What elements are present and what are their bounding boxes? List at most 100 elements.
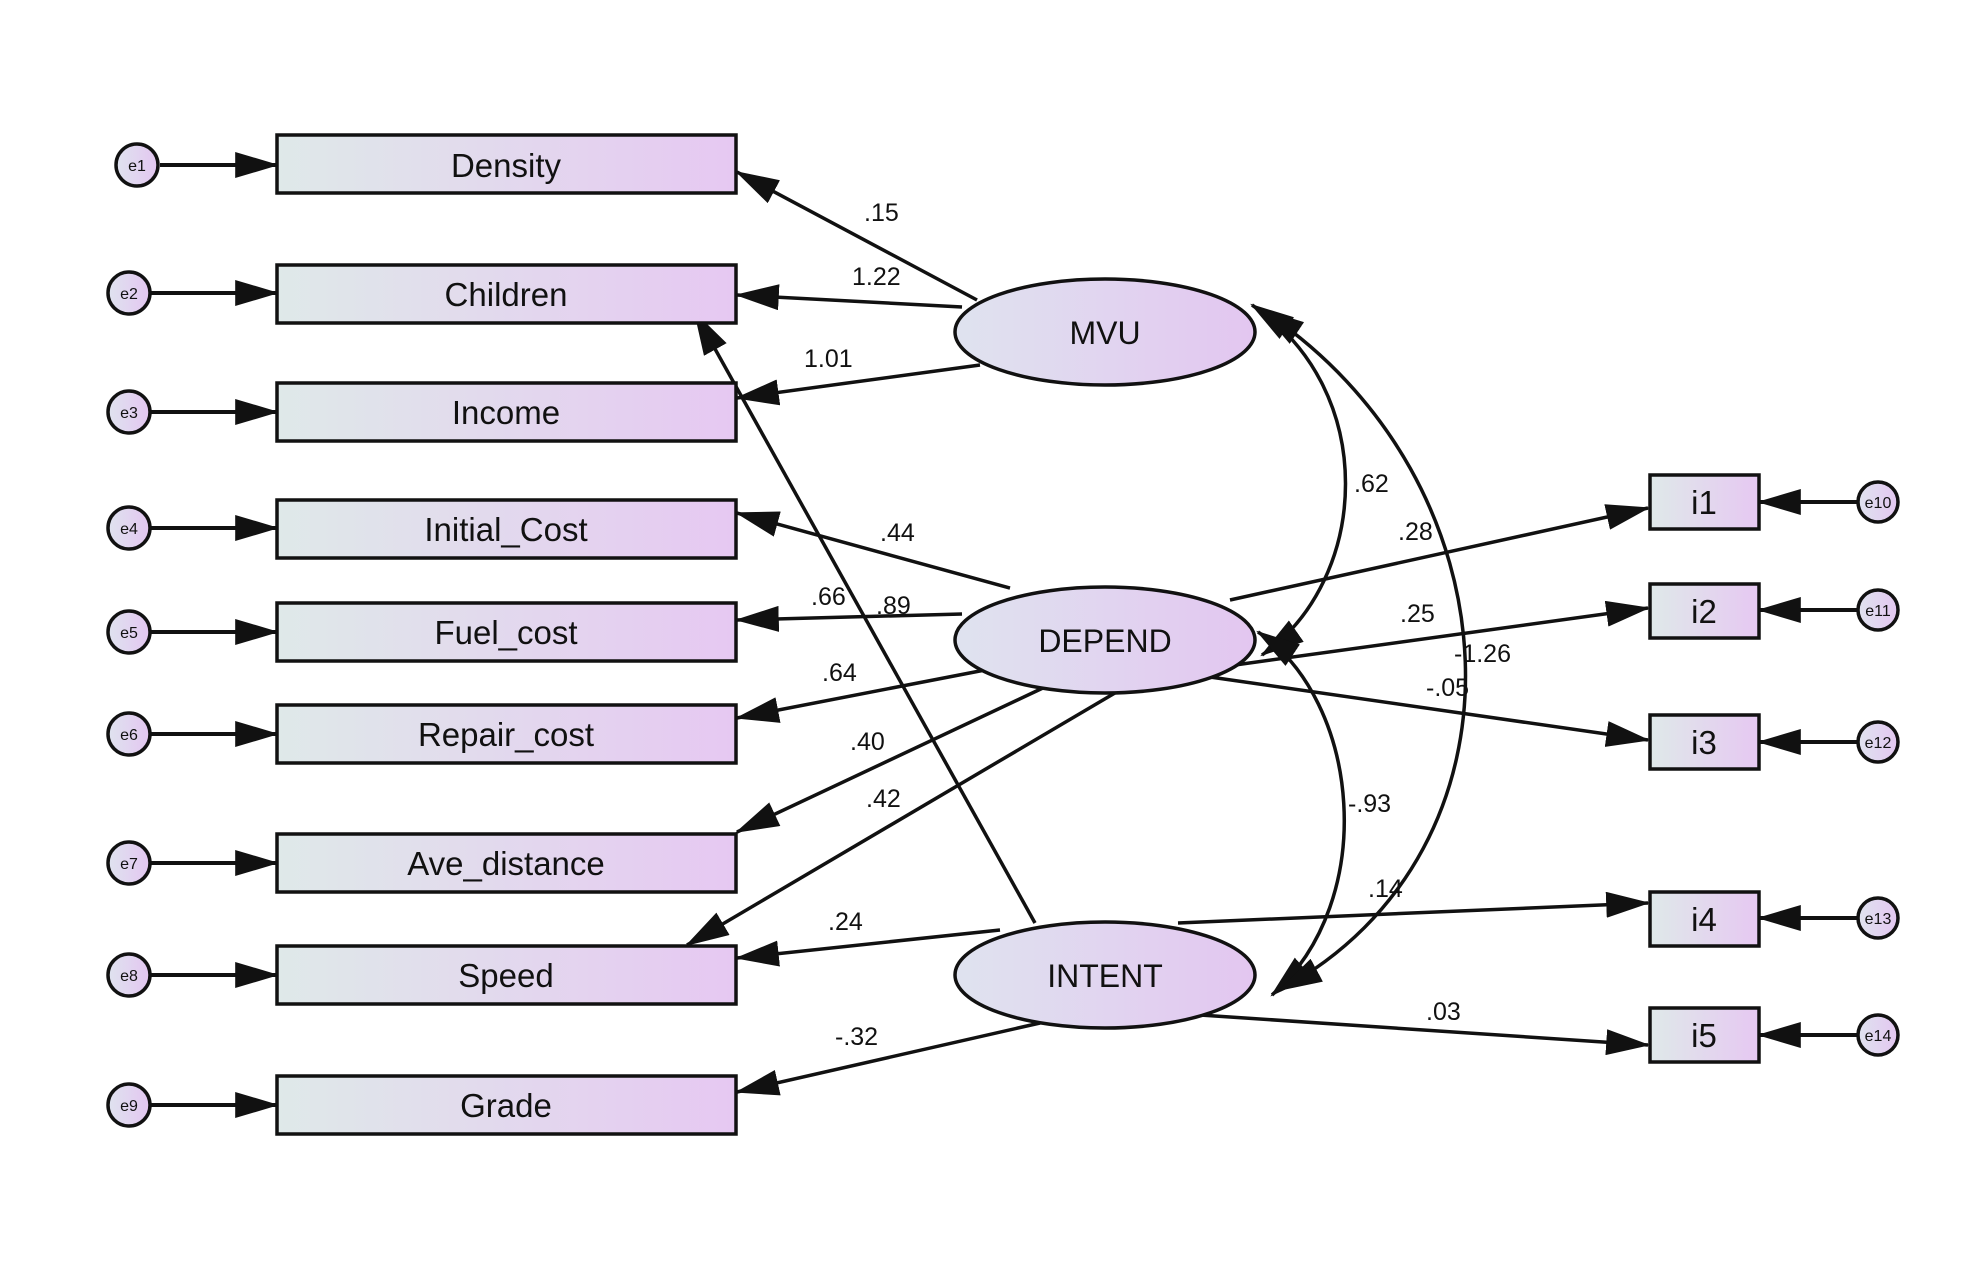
indicator-speed-label: Speed: [458, 957, 553, 994]
indicator-density-label: Density: [451, 147, 562, 184]
latent-mvu-label: MVU: [1069, 315, 1140, 351]
indicator-income-label: Income: [452, 394, 560, 431]
error-e13: e13: [1856, 896, 1900, 940]
path-mvu-density: [735, 170, 978, 302]
coef-intent-children: .66: [811, 583, 846, 611]
coef-depend-avedistance: .40: [850, 728, 885, 756]
error-e6: e6: [106, 711, 152, 757]
coef-depend-i1: .28: [1398, 518, 1433, 546]
left-paths: [685, 170, 1121, 1096]
error-e4: e4: [106, 505, 152, 551]
indicator-initial-cost: Initial_Cost: [275, 498, 738, 560]
right-error-arrows: [1756, 489, 1858, 1048]
coef-depend-i3: -.05: [1426, 674, 1469, 702]
indicator-i4-label: i4: [1691, 901, 1717, 938]
error-e8-label: e8: [120, 968, 138, 985]
cov-mvu-intent: [1260, 308, 1468, 992]
error-e14-label: e14: [1865, 1028, 1892, 1045]
error-e8: e8: [106, 952, 152, 998]
error-e11-label: e11: [1865, 603, 1891, 620]
path-intent-speed: [734, 928, 1001, 967]
error-e1-label: e1: [128, 158, 146, 175]
error-e10-label: e10: [1865, 495, 1892, 512]
error-e1: e1: [114, 142, 160, 188]
indicator-ave-distance-label: Ave_distance: [407, 845, 605, 882]
error-e13-label: e13: [1865, 911, 1892, 928]
coef-cov-mvu-depend: .62: [1354, 470, 1389, 498]
error-e4-label: e4: [120, 521, 138, 538]
error-e11: e11: [1856, 588, 1900, 632]
left-indicators: Density Children Income Initial_Cost Fue…: [275, 133, 738, 1136]
indicator-children: Children: [275, 263, 738, 325]
error-e9-label: e9: [120, 1098, 138, 1115]
error-e14: e14: [1856, 1013, 1900, 1057]
error-e2-label: e2: [120, 286, 138, 303]
path-depend-fuelcost: [734, 605, 963, 632]
error-e2: e2: [106, 270, 152, 316]
error-e3-label: e3: [120, 405, 138, 422]
indicator-repair-cost-label: Repair_cost: [418, 716, 594, 753]
coef-depend-initialcost: .44: [880, 519, 915, 547]
path-depend-i1: [1229, 504, 1651, 602]
indicator-children-label: Children: [445, 276, 568, 313]
error-e12: e12: [1856, 720, 1900, 764]
indicator-i1: i1: [1648, 473, 1761, 531]
left-error-arrows: [150, 152, 280, 1118]
error-e5: e5: [106, 609, 152, 655]
path-depend-i2: [1234, 600, 1651, 667]
right-indicators: i1 i2 i3 i4 i5: [1648, 473, 1761, 1064]
path-intent-i5: [1199, 1013, 1651, 1056]
coef-mvu-children: 1.22: [852, 263, 901, 291]
path-mvu-children: [734, 284, 963, 311]
coef-cov-mvu-intent: -1.26: [1454, 640, 1511, 668]
coefficient-labels: .15 1.22 1.01 .44 .89 .64 .40 .42 .66 .2…: [804, 199, 1511, 1051]
indicator-ave-distance: Ave_distance: [275, 832, 738, 894]
indicator-i2: i2: [1648, 582, 1761, 640]
indicator-i5: i5: [1648, 1006, 1761, 1064]
coef-depend-i2: .25: [1400, 600, 1435, 628]
coef-depend-speed: .42: [866, 785, 901, 813]
indicator-i4: i4: [1648, 890, 1761, 948]
latent-depend: DEPEND: [953, 585, 1257, 695]
latent-intent: INTENT: [953, 920, 1257, 1030]
latent-variables: MVU DEPEND INTENT: [953, 277, 1257, 1030]
error-e10: e10: [1856, 480, 1900, 524]
error-e7-label: e7: [120, 856, 138, 873]
indicator-grade: Grade: [275, 1074, 738, 1136]
indicator-income: Income: [275, 381, 738, 443]
path-depend-repaircost: [734, 668, 986, 723]
path-intent-grade: [734, 1021, 1041, 1096]
path-depend-avedistance: [735, 685, 1046, 834]
path-intent-i4: [1177, 891, 1651, 925]
path-intent-children: [693, 311, 1037, 924]
path-depend-speed: [685, 688, 1121, 947]
error-e5-label: e5: [120, 625, 138, 642]
right-error-terms: e10 e11 e12 e13 e14: [1856, 480, 1900, 1057]
indicator-initial-cost-label: Initial_Cost: [424, 511, 587, 548]
indicator-repair-cost: Repair_cost: [275, 703, 738, 765]
indicator-i3: i3: [1648, 713, 1761, 771]
coef-mvu-density: .15: [864, 199, 899, 227]
coef-intent-grade: -.32: [835, 1023, 878, 1051]
latent-intent-label: INTENT: [1047, 958, 1163, 994]
coef-intent-i5: .03: [1426, 998, 1461, 1026]
error-e9: e9: [106, 1082, 152, 1128]
indicator-fuel-cost-label: Fuel_cost: [434, 614, 577, 651]
indicator-i1-label: i1: [1691, 484, 1717, 521]
indicator-i2-label: i2: [1691, 593, 1717, 630]
error-e3: e3: [106, 389, 152, 435]
coef-intent-speed: .24: [828, 908, 863, 936]
indicator-density: Density: [275, 133, 738, 195]
coef-intent-i4: .14: [1368, 875, 1403, 903]
coef-mvu-income: 1.01: [804, 345, 853, 373]
error-e6-label: e6: [120, 727, 138, 744]
indicator-grade-label: Grade: [460, 1087, 552, 1124]
error-e7: e7: [106, 840, 152, 886]
left-error-terms: e1 e2 e3 e4 e5 e6 e7 e8 e9: [106, 142, 160, 1128]
indicator-i3-label: i3: [1691, 724, 1717, 761]
coef-cov-depend-intent: -.93: [1348, 790, 1391, 818]
coef-depend-repaircost: .64: [822, 659, 857, 687]
coef-depend-fuelcost: .89: [876, 592, 911, 620]
covariance-arcs: [1250, 303, 1468, 997]
